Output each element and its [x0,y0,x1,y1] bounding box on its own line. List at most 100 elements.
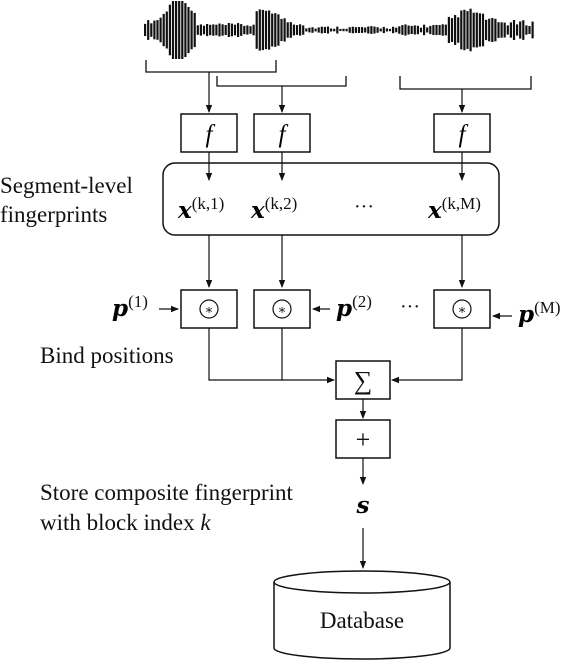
waveform-bar [416,25,419,35]
waveform-bar [336,26,339,34]
waveform-bar [305,28,308,32]
waveform-bar [165,11,168,49]
waveform-bar [348,27,351,33]
plus-symbol: + [356,425,371,454]
waveform-bar [475,12,478,48]
waveform-bar [320,26,323,34]
waveform-bar [392,26,395,34]
waveform-bar [478,13,481,47]
waveform-bar [308,27,311,33]
waveform-bar [283,18,286,42]
f-label-2: f [279,121,289,148]
waveform-bar [187,7,190,54]
audio-waveform-icon [144,1,534,59]
bind-symbol-1: ∗ [205,302,214,317]
bind-box-M: ∗ [433,289,491,329]
segment-bracket-1 [145,60,277,73]
f-box-1: f [180,113,238,153]
waveform-bar [367,26,370,34]
waveform-bar [404,24,407,36]
fingerprint-x-kM: x(k,M) [427,194,481,224]
waveform-bar [342,28,345,32]
waveform-bar [171,1,175,59]
waveform-bar [181,1,184,59]
waveform-bar [435,24,438,36]
position-p1: p(1) [112,292,148,322]
waveform-bar [286,22,289,38]
waveform-bar [503,22,506,38]
database-cylinder-icon [273,570,451,660]
waveform-bar [491,18,494,42]
bind-box-1: ∗ [180,289,238,329]
waveform-bar [168,4,171,56]
waveform-bar [277,14,280,46]
waveform-bar [196,25,199,35]
f-box-2: f [253,113,311,153]
waveform-bar [357,27,361,33]
waveform-bar [280,18,283,41]
fingerprint-ellipsis: ··· [354,196,374,218]
sum-symbol: ∑ [354,366,373,395]
connector-bind-M-to-sum [391,328,463,384]
waveform-bar [289,22,292,38]
position-ellipsis: ··· [400,296,420,318]
store-label-line2: with block index k [40,510,211,535]
waveform-bar [339,28,342,31]
waveform-bar [398,26,401,34]
waveform-bar [485,19,488,41]
waveform-bar [419,27,423,33]
f-box-M: f [433,113,491,153]
waveform-bar [299,24,302,36]
waveform-bar [159,17,162,43]
waveform-bar [237,23,240,37]
waveform-bar [494,18,497,42]
waveform-bar [423,24,426,36]
waveform-bar [395,27,398,33]
bind-symbol-M: ∗ [458,302,467,317]
waveform-bar [215,24,218,36]
waveform-bar [255,11,258,49]
f-label-M: f [459,121,469,148]
waveform-bar [292,24,295,36]
waveform-bar [147,20,150,40]
waveform-bar [376,27,379,33]
waveform-bar [326,26,330,34]
waveform-bar [264,10,268,50]
bind-symbol-2: ∗ [278,302,287,317]
waveform-bar [224,25,227,35]
waveform-bar [454,15,457,45]
waveform-bar [457,17,460,43]
waveform-bar [450,18,454,42]
waveform-bar [153,20,156,40]
segment-bracket-2 [216,76,347,87]
waveform-bar [382,26,385,34]
sign-box: + [335,419,391,459]
waveform-bar [317,27,320,33]
bind-box-2: ∗ [253,289,311,329]
fingerprint-x-k1: x(k,1) [177,194,224,224]
waveform-bar [209,24,212,36]
waveform-bar [469,8,472,52]
waveform-bar [156,20,159,40]
waveform-bar [199,24,202,36]
waveform-bar [311,27,314,33]
fingerprint-x-k2: x(k,2) [250,194,297,224]
store-label-line1: Store composite fingerprint [40,480,294,505]
waveform-bar [178,1,181,59]
waveform-bar [246,25,249,35]
waveform-bar [528,26,531,34]
waveform-bar [388,28,392,32]
waveform-bar [240,24,243,36]
bind-positions-label: Bind positions [40,343,174,368]
waveform-bar [258,9,261,51]
waveform-bar [274,13,277,47]
waveform-bar [438,25,441,35]
waveform-bar [466,11,469,49]
waveform-bar [330,28,333,32]
waveform-bar [252,24,255,36]
waveform-bar [345,28,348,32]
waveform-bar [249,26,252,34]
database-label: Database [320,608,404,633]
waveform-bar [509,22,512,38]
